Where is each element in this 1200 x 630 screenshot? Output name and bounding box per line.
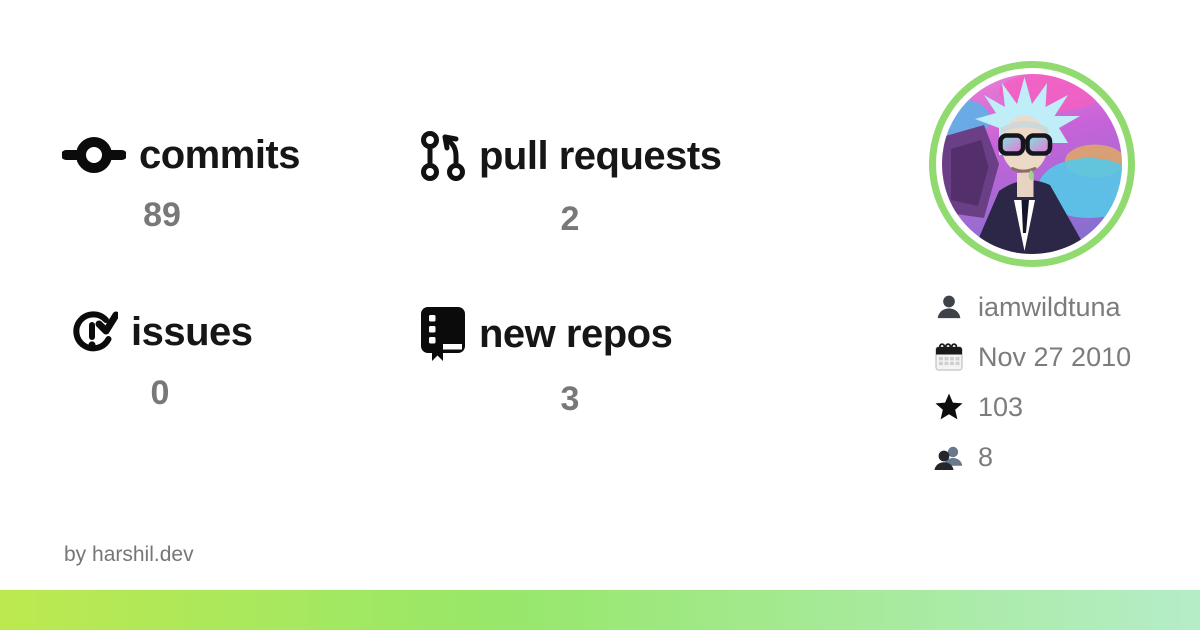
stat-pull-requests-head: pull requests: [420, 130, 722, 182]
profile-joined-date: Nov 27 2010: [978, 341, 1132, 372]
profile-panel: iamwildtuna Nov 27 2010: [932, 282, 1131, 482]
calendar-icon: [932, 342, 966, 372]
stat-issues-value: 0: [150, 374, 170, 412]
stat-pull-requests: pull requests 2: [420, 130, 722, 239]
stat-commits-head: commits: [62, 132, 301, 178]
profile-joined-row: Nov 27 2010: [932, 332, 1131, 382]
avatar: [942, 74, 1122, 254]
stat-issues: issues 0: [70, 308, 253, 413]
profile-followers-count: 8: [978, 441, 994, 472]
git-pull-request-icon: [420, 130, 466, 182]
stat-commits-label: commits: [139, 132, 301, 177]
bottom-gradient-bar: [0, 590, 1200, 630]
stat-pull-requests-label: pull requests: [479, 133, 722, 178]
people-icon: [932, 443, 966, 471]
star-icon: [932, 392, 966, 422]
profile-username-row: iamwildtuna: [932, 282, 1131, 332]
profile-stars-row: 103: [932, 382, 1131, 432]
profile-stars-count: 103: [978, 391, 1024, 422]
stat-new-repos: new repos 3: [420, 306, 720, 419]
git-commit-icon: [62, 132, 126, 178]
avatar-image: [942, 74, 1122, 254]
stat-pull-requests-value: 2: [560, 200, 580, 238]
stat-issues-head: issues: [70, 308, 253, 356]
avatar-ring: [929, 61, 1135, 267]
stat-new-repos-label: new repos: [479, 311, 673, 356]
stat-commits-value: 89: [143, 196, 181, 234]
stat-issues-label: issues: [131, 309, 253, 354]
repo-icon: [420, 306, 466, 362]
stat-commits: commits 89: [62, 132, 301, 235]
issue-closed-icon: [70, 308, 118, 356]
user-icon: [932, 293, 966, 321]
profile-username: iamwildtuna: [978, 291, 1121, 322]
profile-followers-row: 8: [932, 432, 1131, 482]
footer-credit: by harshil.dev: [64, 543, 194, 566]
stat-new-repos-value: 3: [560, 380, 580, 418]
stat-new-repos-head: new repos: [420, 306, 720, 362]
